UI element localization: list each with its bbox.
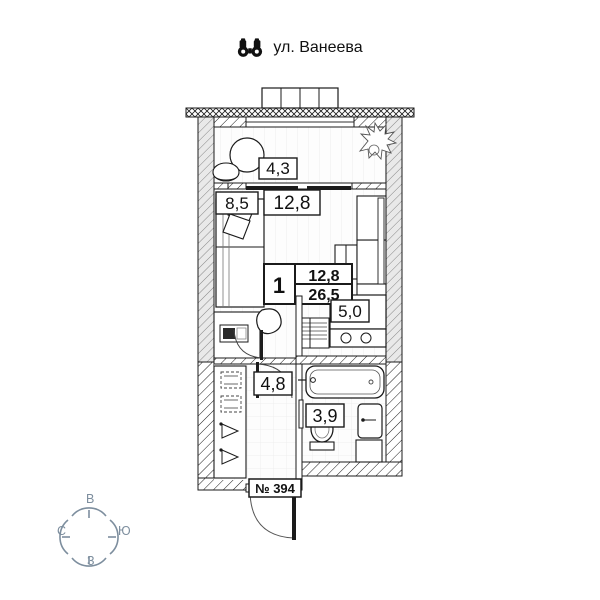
compass-label-west: С (57, 524, 67, 538)
rooms-count: 1 (273, 273, 285, 298)
bathtub (298, 365, 385, 399)
room-door-swing (233, 329, 263, 360)
bathroom: 3,9 (298, 363, 387, 463)
svg-text:5,0: 5,0 (338, 302, 362, 321)
desk-furniture (213, 308, 282, 361)
hallway: 4,8 (213, 362, 293, 479)
balcony-plant (358, 121, 398, 161)
area-label-hallway: 4,8 (253, 371, 293, 396)
svg-text:№ 394: № 394 (255, 481, 296, 496)
svg-text:12,8: 12,8 (274, 193, 311, 214)
balcony-table (229, 137, 265, 173)
area-label-bathroom: 3,9 (305, 403, 345, 428)
apartment-number-badge: № 394 (248, 478, 302, 498)
compass-label-north: В (86, 492, 95, 506)
balcony-stool (212, 162, 240, 182)
apartment-summary-badge: 1 12,8 26,5 (263, 263, 353, 305)
binoculars-icon (237, 38, 263, 58)
area-label-kitchen: 5,0 (330, 299, 370, 323)
area-label-room-right: 12,8 (263, 189, 321, 216)
compass-rose: В Ю З С (28, 492, 132, 592)
main-room: × 8,5 12,8 1 (213, 188, 387, 363)
svg-text:4,8: 4,8 (260, 374, 285, 394)
page-title: ул. Ванеева (273, 39, 363, 56)
svg-text:3,9: 3,9 (312, 406, 337, 426)
area-label-balcony: 4,3 (258, 157, 298, 180)
balcony-door-band (213, 182, 387, 190)
compass-label-south: З (87, 554, 95, 568)
balcony-room: 4,3 (212, 121, 398, 184)
compass-label-east: Ю (118, 524, 131, 538)
living-area: 12,8 (308, 268, 339, 285)
wardrobe (213, 365, 247, 479)
page-header: ул. Ванеева (0, 38, 600, 58)
svg-text:8,5: 8,5 (225, 194, 249, 213)
area-label-room-left: 8,5 (215, 191, 259, 215)
svg-text:4,3: 4,3 (266, 159, 290, 178)
washbasin (355, 403, 383, 463)
kitchen-upper-cabinets (298, 317, 330, 349)
balcony-structure (185, 87, 415, 123)
bed-furniture (215, 195, 265, 308)
